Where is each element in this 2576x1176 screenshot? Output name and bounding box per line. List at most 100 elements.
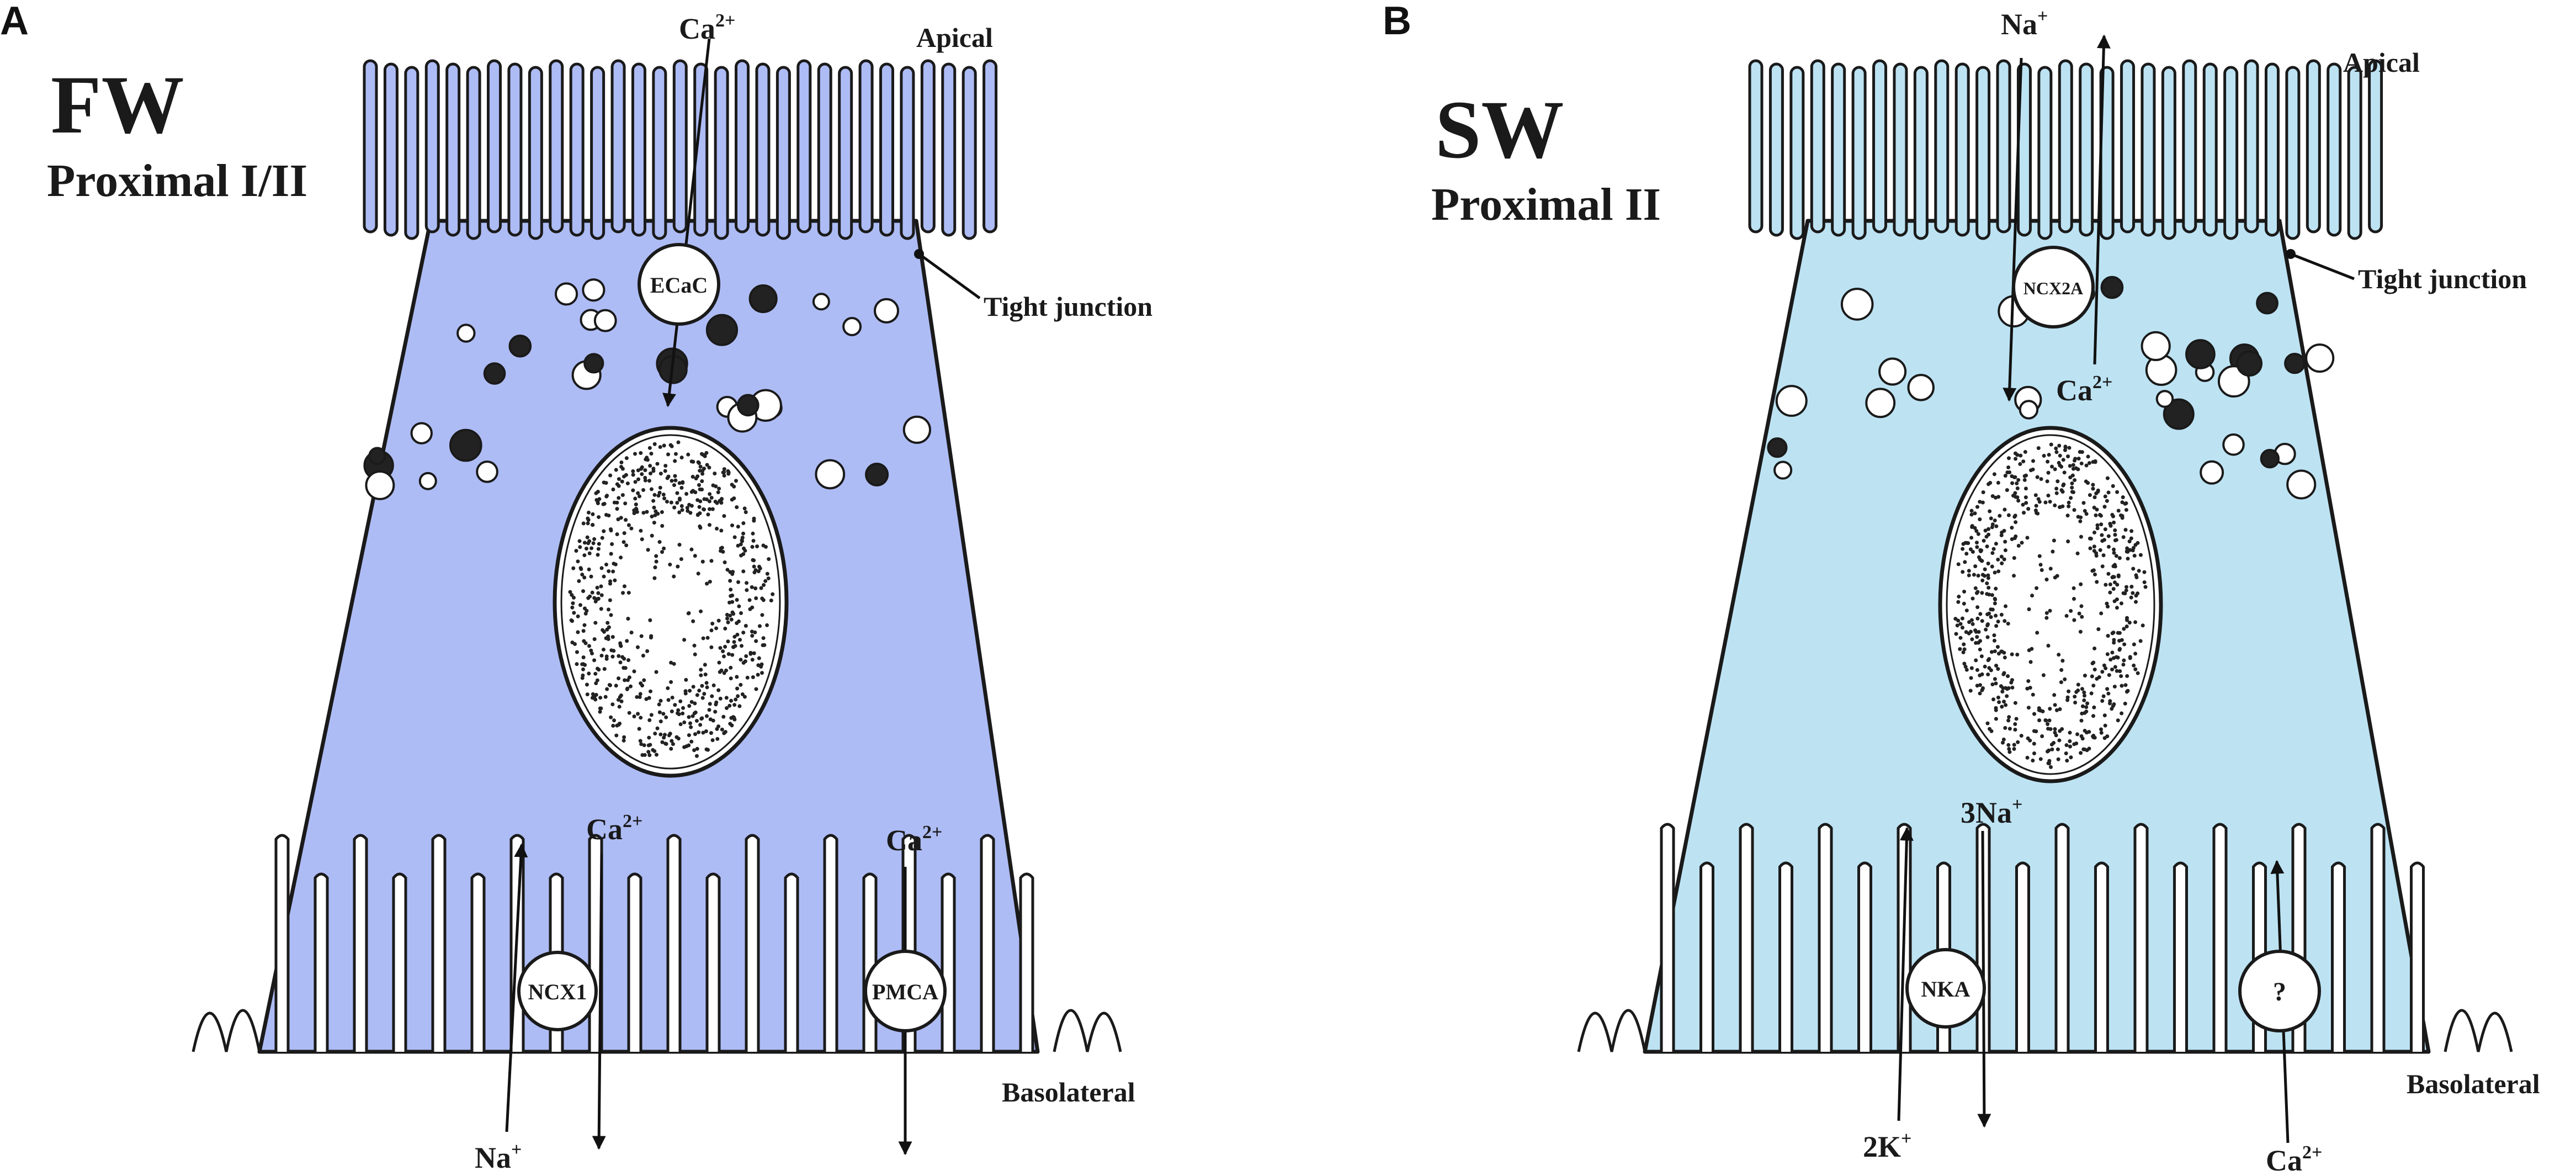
microvillus <box>2202 62 2218 237</box>
ncx1-ca-arrow <box>592 852 606 1150</box>
microvillus <box>735 59 750 234</box>
apical-na-ion: Na+ <box>2001 6 2048 41</box>
apical-microvilli <box>1748 59 2383 240</box>
microvillus <box>1810 59 1825 234</box>
microvillus <box>1831 62 1846 237</box>
microvillus <box>858 59 874 234</box>
microvillus <box>1789 66 1805 240</box>
apical-ca-arrow <box>2093 34 2111 365</box>
basal-foot <box>1577 1009 1646 1052</box>
dark-granule <box>2100 276 2124 299</box>
dark-granule <box>368 447 386 465</box>
microvillus <box>549 59 564 234</box>
ecac-channel <box>638 243 720 326</box>
basal-fold <box>2133 823 2149 1052</box>
microvillus <box>2368 59 2383 234</box>
vesicle <box>2141 331 2171 362</box>
vesicle <box>476 460 498 483</box>
apical-na-arrow <box>2003 57 2023 402</box>
microvillus <box>1872 59 1888 234</box>
vesicle <box>2222 433 2245 456</box>
microvillus <box>817 62 832 237</box>
microvillus <box>528 66 543 240</box>
vesicle <box>1865 388 1896 419</box>
microvillus <box>2120 59 2136 234</box>
microvillus <box>714 66 729 240</box>
dark-granule <box>736 394 759 417</box>
microvillus <box>2327 62 2342 237</box>
apical-microvilli <box>363 59 998 240</box>
vesicle <box>812 293 830 311</box>
basal-fold <box>470 872 486 1052</box>
nucleus <box>1938 426 2163 783</box>
apical-ca-arrow <box>662 38 711 407</box>
basal-fold <box>2054 823 2070 1052</box>
basal-fold <box>1857 861 1872 1052</box>
basal-fold <box>431 834 447 1052</box>
dark-granule <box>2284 352 2306 374</box>
basal-fold <box>2212 823 2228 1052</box>
vesicle <box>582 278 606 302</box>
vesicle <box>1878 357 1907 386</box>
microvillus <box>383 62 399 237</box>
tight-junction-pointer <box>2290 252 2355 280</box>
microvillus <box>1954 62 1970 237</box>
microvillus <box>879 62 894 237</box>
basal-fold <box>2370 823 2386 1052</box>
vesicle <box>456 324 476 343</box>
basal-fold <box>1818 823 1833 1052</box>
vesicle <box>842 317 862 336</box>
microvillus <box>1893 62 1908 237</box>
microvillus <box>445 62 461 237</box>
microvillus <box>1851 66 1867 240</box>
tight-junction-marker <box>914 249 924 259</box>
basal-fold <box>1778 861 1793 1052</box>
microvillus <box>569 62 585 237</box>
basal-fold <box>1699 861 1714 1052</box>
microvillus <box>962 66 977 240</box>
panel-b-seawater: B SW Proximal II Apical Tight junction B… <box>1383 0 2540 1176</box>
tight-junction-label: Tight junction <box>984 291 1152 322</box>
unknown-transporter-label: ? <box>2273 977 2286 1007</box>
microvillus <box>2161 66 2176 240</box>
basal-fold <box>2331 861 2346 1052</box>
dark-granule <box>865 463 889 487</box>
dark-granule <box>449 428 482 462</box>
apical-ca-ion: Ca2+ <box>2056 372 2112 407</box>
nucleus <box>553 426 789 778</box>
panel-a-freshwater: A FW Proximal I/II Apical Tight junction… <box>0 0 1152 1174</box>
microvillus <box>2264 62 2280 237</box>
pmca-label: PMCA <box>872 979 938 1004</box>
tight-junction-marker <box>2286 249 2296 259</box>
basal-fold <box>941 872 956 1052</box>
nka-k-arrow <box>1897 827 1914 1121</box>
basal-fold <box>274 834 290 1052</box>
nka-label: NKA <box>1921 977 1970 1002</box>
basal-foot <box>1053 1009 1122 1052</box>
vesicle <box>1840 288 1874 321</box>
vesicle <box>2305 343 2335 373</box>
basolateral-label: Basolateral <box>1002 1077 1135 1108</box>
medium-label: SW <box>1435 84 1564 176</box>
microvillus <box>2037 66 2053 240</box>
vesicle <box>365 470 395 500</box>
vesicle <box>2286 469 2317 500</box>
vesicle <box>593 309 617 332</box>
microvillus <box>2058 59 2073 234</box>
basal-fold <box>353 834 368 1052</box>
basal-fold <box>823 834 838 1052</box>
vesicle <box>1775 385 1808 417</box>
basal-foot <box>192 1009 261 1052</box>
vesicle <box>554 282 578 306</box>
basal-fold <box>2410 861 2425 1052</box>
basal-foot <box>2444 1009 2513 1052</box>
microvillus <box>2244 59 2259 234</box>
microvillus <box>1975 66 1991 240</box>
dark-granule <box>2163 398 2195 430</box>
ecac-label: ECaC <box>650 273 708 298</box>
ncx2a-label: NCX2A <box>2023 278 2083 298</box>
microvillus <box>838 66 853 240</box>
basal-fold <box>705 872 721 1052</box>
microvillus <box>776 66 791 240</box>
unknown-transporter <box>2238 950 2321 1032</box>
